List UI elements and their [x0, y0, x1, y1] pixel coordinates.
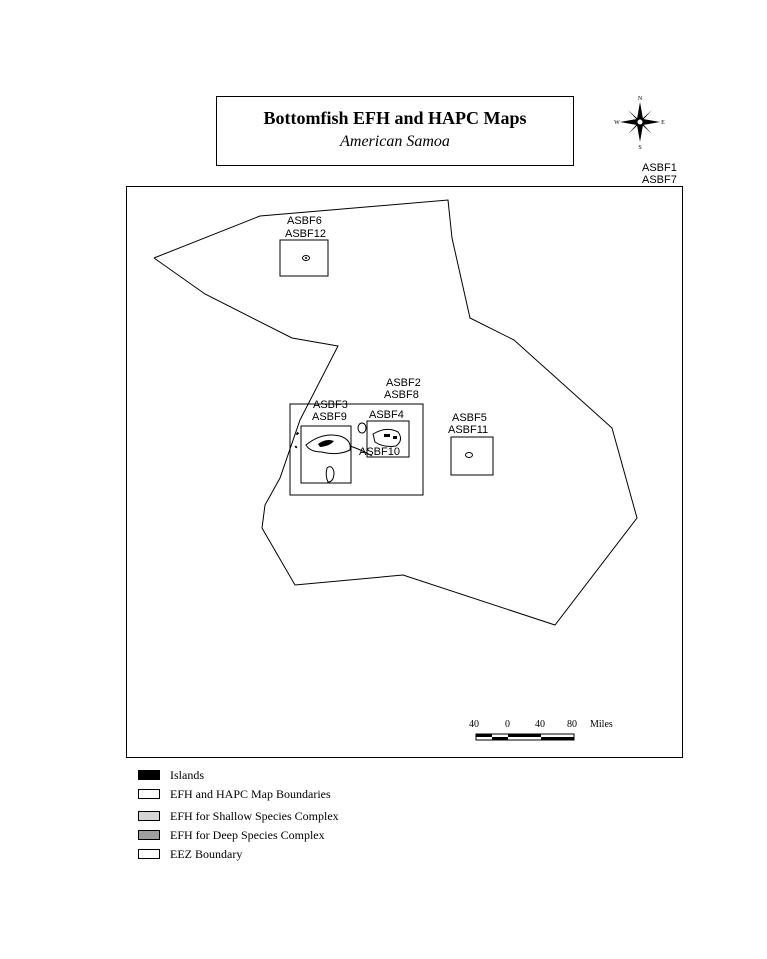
legend-swatch-deep	[138, 830, 160, 840]
scale-tick-40-left: 40	[469, 719, 479, 730]
island-south-outline	[325, 466, 335, 483]
compass-n: N	[638, 96, 643, 102]
scale-tick-40: 40	[535, 719, 545, 730]
box-asbf2	[289, 403, 424, 496]
island-small-ring	[357, 422, 367, 434]
label-asbf2: ASBF2	[386, 377, 421, 389]
scale-unit: Miles	[590, 719, 613, 730]
island-upolu-link	[349, 445, 373, 457]
label-asbf7: ASBF7	[642, 174, 677, 186]
box-asbf3	[300, 425, 352, 484]
label-asbf10: ASBF10	[359, 446, 400, 458]
label-asbf3: ASBF3	[313, 399, 348, 411]
map-subtitle: American Samoa	[340, 133, 450, 150]
island-savaii-outline	[305, 434, 351, 455]
label-asbf8: ASBF8	[384, 389, 419, 401]
compass-rose-icon: N S W E	[614, 96, 665, 150]
label-asbf6: ASBF6	[287, 215, 322, 227]
island-tutuila-outline	[372, 428, 402, 447]
legend-swatch-islands	[138, 770, 160, 780]
scale-tick-80: 80	[567, 719, 577, 730]
scale-bar	[475, 733, 575, 741]
island-savaii	[318, 440, 334, 447]
label-asbf5: ASBF5	[452, 412, 487, 424]
map-title-box: Bottomfish EFH and HAPC Maps American Sa…	[216, 96, 574, 166]
box-asbf5	[450, 436, 494, 476]
label-asbf9: ASBF9	[312, 411, 347, 423]
label-asbf4: ASBF4	[369, 409, 404, 421]
box-asbf6	[279, 239, 329, 277]
compass-e: E	[661, 120, 665, 126]
scale-tick-0: 0	[505, 719, 510, 730]
eez-boundary	[153, 199, 638, 626]
label-asbf1: ASBF1	[642, 162, 677, 174]
box-asbf4	[366, 420, 410, 458]
map-title: Bottomfish EFH and HAPC Maps	[263, 108, 527, 128]
label-asbf12: ASBF12	[285, 228, 326, 240]
compass-w: W	[614, 120, 620, 126]
legend-swatch-eez	[138, 849, 160, 859]
legend-swatch-map-boundaries	[138, 789, 160, 799]
island-asbf5	[465, 452, 473, 458]
label-asbf11: ASBF11	[448, 424, 489, 436]
legend-swatch-shallow	[138, 811, 160, 821]
map-frame	[126, 186, 683, 758]
island-tutuila	[384, 434, 390, 437]
compass-s: S	[638, 145, 641, 150]
island-rose	[302, 255, 310, 261]
